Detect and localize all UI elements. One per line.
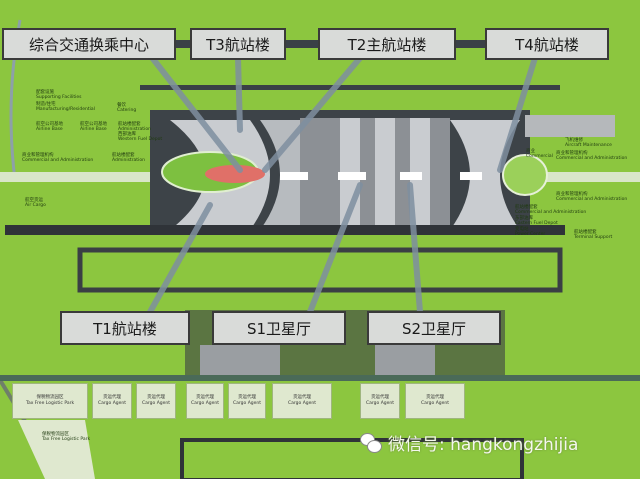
wechat-icon (360, 432, 382, 453)
maintenance-hangars (525, 115, 615, 137)
runway-south (180, 438, 524, 479)
callout-t4-terminal: T4航站楼 (485, 28, 609, 60)
callout-t3-terminal: T3航站楼 (190, 28, 286, 60)
callout-leaders (147, 52, 538, 315)
watermark-text: 微信号: hangkongzhijia (388, 435, 579, 455)
gtc-station (205, 165, 265, 183)
callout-s1-satellite: S1卫星厅 (212, 311, 346, 345)
callout-t1-terminal: T1航站楼 (60, 311, 190, 345)
wechat-watermark: 微信号: hangkongzhijia (360, 430, 578, 455)
t4-terminal (450, 120, 520, 230)
callout-transport-center: 综合交通换乘中心 (2, 28, 176, 60)
callout-t2-terminal: T2主航站楼 (318, 28, 456, 60)
callout-s2-satellite: S2卫星厅 (367, 311, 501, 345)
